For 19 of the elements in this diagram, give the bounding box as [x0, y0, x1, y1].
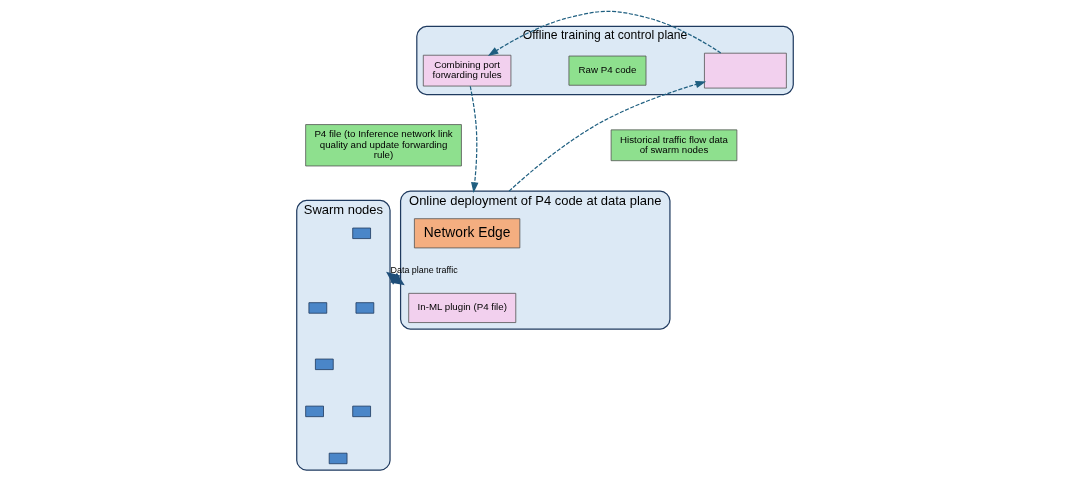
node-box: Combining port forwarding rules: [422, 54, 512, 87]
node-box: [704, 52, 787, 89]
arrow: [508, 80, 707, 192]
node-box: Historical traffic flow data of swarm nodes: [610, 129, 738, 162]
cluster: Swarm nodes: [296, 199, 391, 471]
node-box: [355, 302, 375, 314]
arrow: [386, 271, 405, 286]
node-box: In-ML plugin (P4 file): [408, 292, 517, 323]
node-box: [352, 405, 371, 418]
arrow: [487, 10, 722, 57]
node-box: Network Edge: [413, 218, 521, 249]
arrow: [469, 85, 479, 193]
node-box: [328, 452, 348, 465]
node-box: Raw P4 code: [568, 55, 647, 86]
node-box: [305, 405, 324, 418]
node-box: [308, 302, 328, 314]
node-box: [352, 227, 371, 239]
node-box: [315, 358, 334, 370]
node-box: P4 file (to Inference network link quality and update forwarding rule): [305, 124, 462, 167]
